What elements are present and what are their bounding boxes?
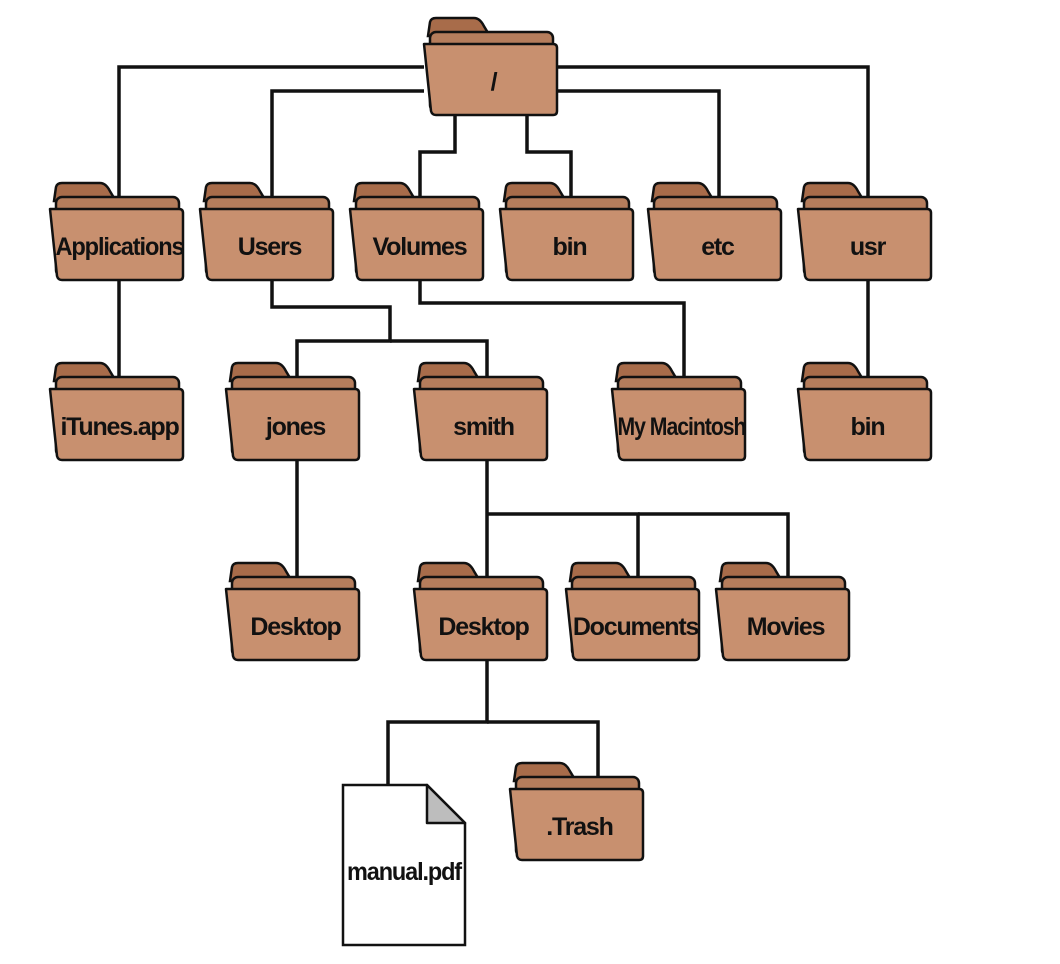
file-icon [341, 783, 467, 947]
connector-volumes-mymac [418, 278, 686, 376]
node-etc: etc [646, 181, 783, 282]
folder-icon [610, 361, 747, 462]
node-label-usrbin: bin [851, 413, 885, 441]
connector-users-jones [270, 278, 392, 376]
node-volumes: Volumes [348, 181, 485, 282]
node-trash: .Trash [508, 761, 645, 862]
node-label-applications: Applications [56, 233, 184, 261]
node-label-documents: Documents [573, 613, 699, 641]
node-label-bin: bin [553, 233, 587, 261]
node-label-trash: .Trash [546, 813, 612, 841]
connector-smithdesktop-manual [386, 658, 489, 785]
node-smith: smith [412, 361, 549, 462]
tree-connectors [117, 65, 870, 785]
folder-icon [422, 16, 559, 117]
node-bin: bin [498, 181, 635, 282]
connector-root-bin [525, 112, 573, 196]
folder-icon [48, 181, 185, 282]
node-documents: Documents [564, 561, 701, 662]
folder-icon [224, 361, 361, 462]
folder-icon [508, 761, 645, 862]
node-label-etc: etc [701, 233, 735, 261]
node-applications: Applications [48, 181, 185, 282]
node-jones: jones [224, 361, 361, 462]
folder-icon [412, 561, 549, 662]
folder-icon [412, 361, 549, 462]
node-label-manual: manual.pdf [347, 858, 463, 886]
node-jonesdesktop: Desktop [224, 561, 361, 662]
folder-icon [796, 181, 933, 282]
node-users: Users [198, 181, 335, 282]
node-label-mymac: My Macintosh [618, 413, 746, 441]
connector-root-applications [117, 65, 424, 196]
connector-root-users [270, 89, 424, 196]
connector-smith-movies [638, 512, 790, 576]
node-usrbin: bin [796, 361, 933, 462]
connector-smithdesktop-trash [487, 720, 600, 776]
node-label-smithdesktop: Desktop [438, 613, 529, 641]
folder-icon [348, 181, 485, 282]
node-label-jones: jones [265, 413, 326, 441]
node-manual: manual.pdf [341, 783, 467, 947]
tree-nodes: / Applications Users Volumes bin etc usr iTunes… [48, 16, 933, 947]
node-label-movies: Movies [747, 613, 825, 641]
connector-root-etc [556, 89, 721, 196]
folder-icon [198, 181, 335, 282]
folder-icon [796, 361, 933, 462]
folder-icon [498, 181, 635, 282]
folder-icon [48, 361, 185, 462]
folder-icon [564, 561, 701, 662]
node-label-usr: usr [850, 233, 887, 261]
node-itunes: iTunes.app [48, 361, 185, 462]
node-smithdesktop: Desktop [412, 561, 549, 662]
node-label-users: Users [238, 233, 302, 261]
node-label-volumes: Volumes [373, 233, 467, 261]
connector-root-usr [556, 65, 870, 196]
node-usr: usr [796, 181, 933, 282]
folder-icon [646, 181, 783, 282]
node-movies: Movies [714, 561, 851, 662]
connector-root-volumes [418, 112, 457, 196]
connector-users-smith [390, 339, 489, 376]
folder-icon [714, 561, 851, 662]
node-label-smith: smith [453, 413, 514, 441]
folder-icon [224, 561, 361, 662]
node-label-root: / [491, 68, 498, 96]
node-label-itunes: iTunes.app [60, 413, 179, 441]
node-root: / [422, 16, 559, 117]
node-mymac: My Macintosh [610, 361, 747, 462]
node-label-jonesdesktop: Desktop [250, 613, 341, 641]
